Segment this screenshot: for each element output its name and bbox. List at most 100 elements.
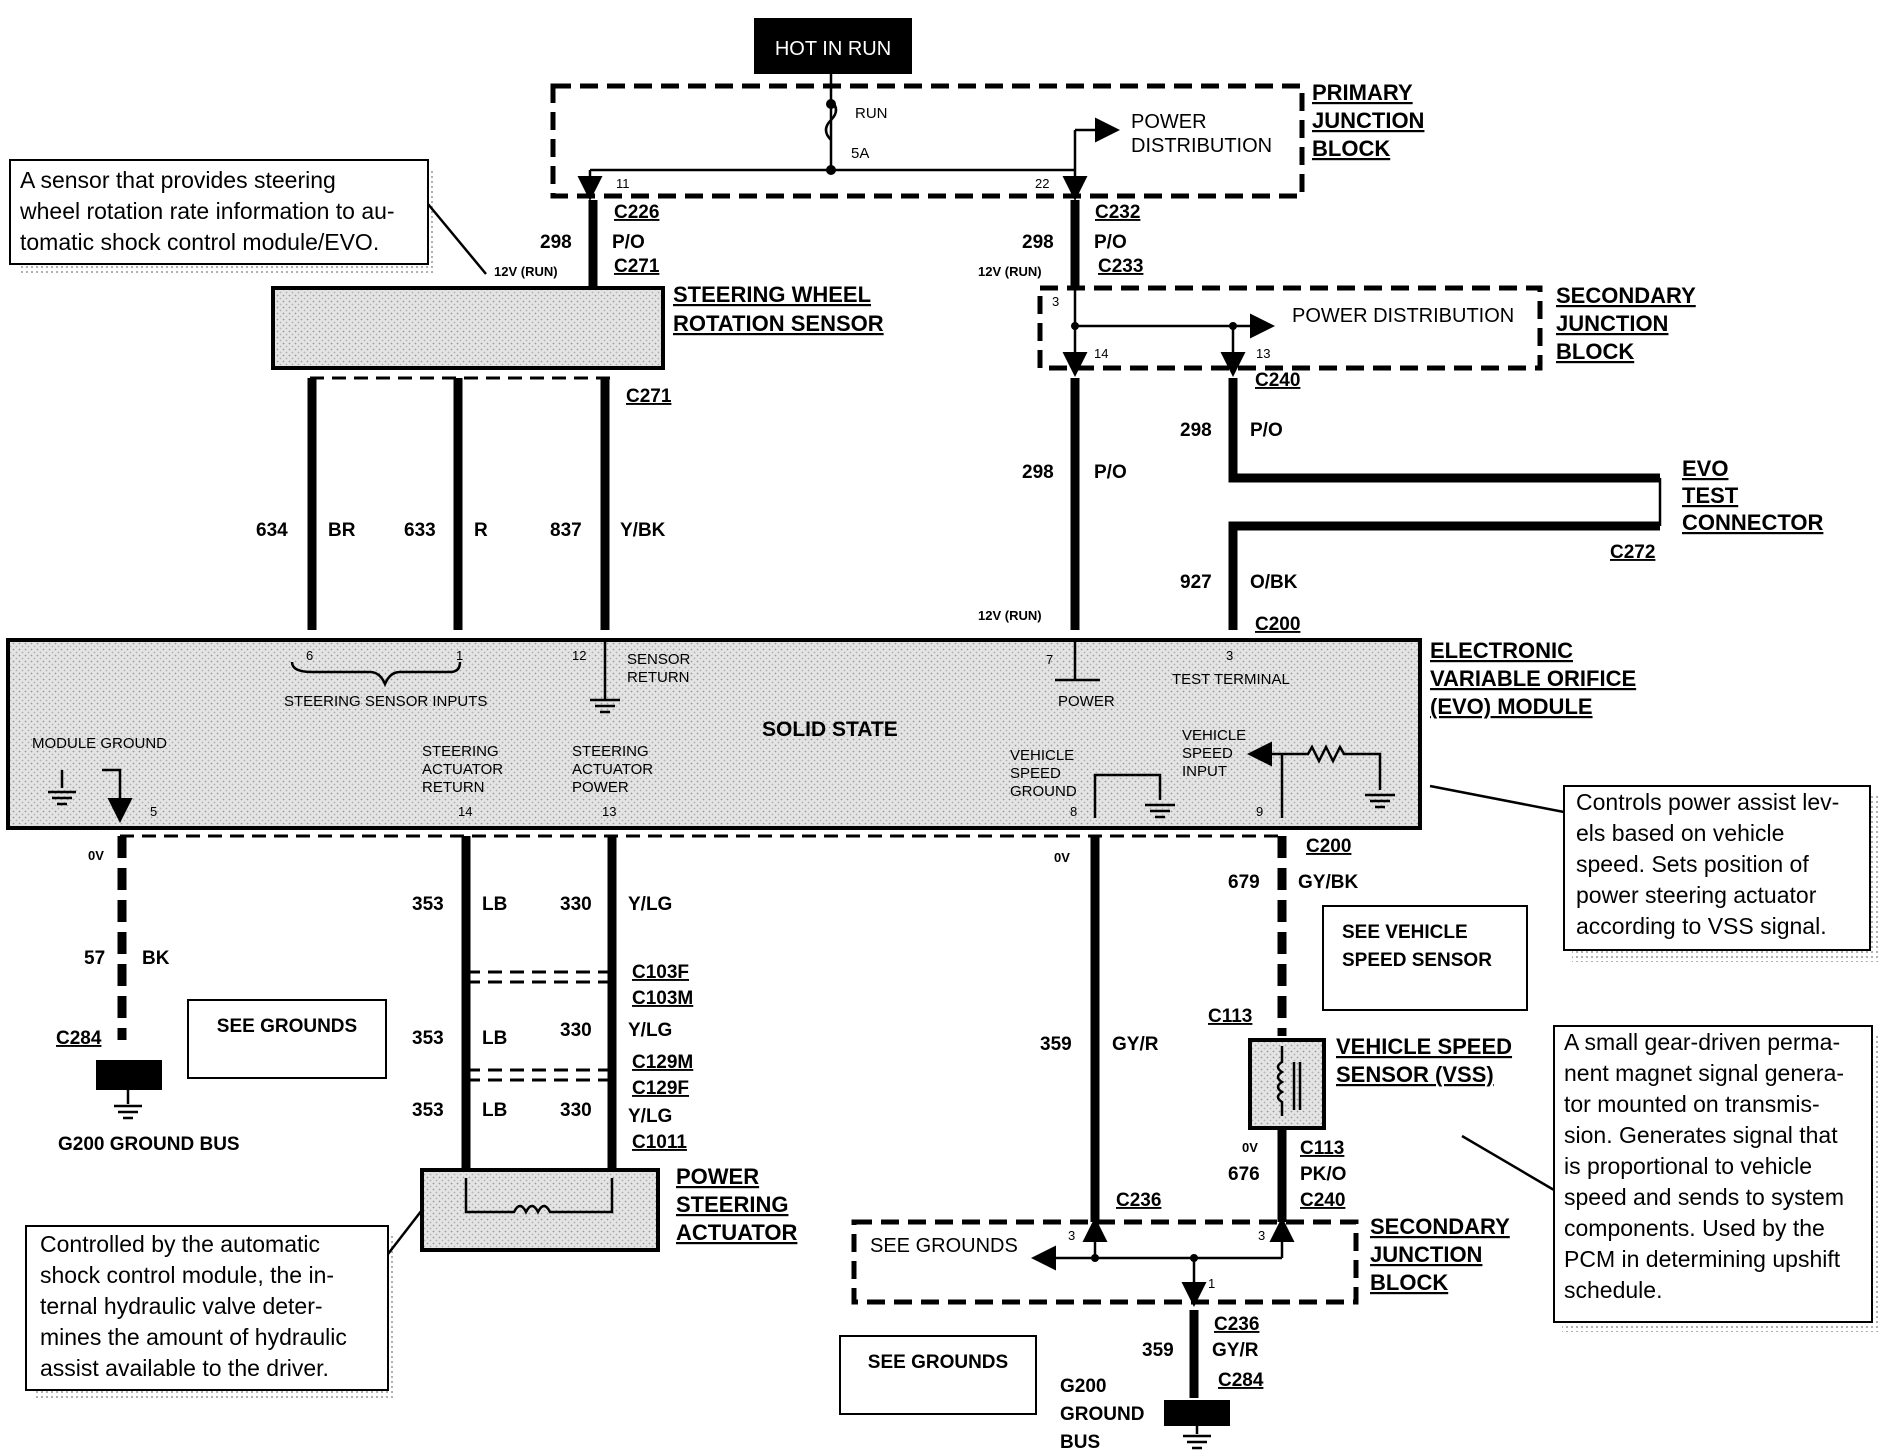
- wire-676-color: PK/O: [1300, 1164, 1346, 1185]
- vs-input-ground-icon: [1365, 793, 1395, 809]
- vss-title-1: VEHICLE SPEED: [1336, 1034, 1512, 1059]
- sjb-top-title-3: BLOCK: [1556, 339, 1634, 364]
- wire-359-b-num: 359: [1142, 1340, 1174, 1361]
- wire-359-num: 359: [1040, 1034, 1072, 1055]
- wire-298-right-color: P/O: [1094, 232, 1127, 253]
- note-vss-leader: [1461, 1134, 1555, 1192]
- sjb-top-title-2: JUNCTION: [1556, 311, 1668, 336]
- g200-right-2: GROUND: [1060, 1404, 1144, 1425]
- wire-330-a-num: 330: [560, 894, 592, 915]
- note-steering-leader: [427, 203, 487, 275]
- see-grounds-b: SEE GROUNDS: [868, 1352, 1008, 1373]
- voltage-12v-c: 12V (RUN): [978, 608, 1042, 623]
- wire-57-num: 57: [84, 948, 105, 969]
- wire-298-evo-num: 298: [1022, 462, 1054, 483]
- evo-pin-5: 5: [150, 804, 157, 819]
- act-return-3: RETURN: [422, 779, 485, 796]
- voltage-0v-c: 0V: [1242, 1140, 1258, 1155]
- power-label: POWER: [1058, 693, 1115, 710]
- wire-353-c-num: 353: [412, 1100, 444, 1121]
- sjb-b-see-grounds: SEE GROUNDS: [870, 1235, 1018, 1257]
- wire-57-color: BK: [142, 948, 170, 969]
- note-vss-4: sion. Generates signal that: [1564, 1122, 1838, 1148]
- note-steering-box: [9, 159, 429, 265]
- voltage-0v-a: 0V: [88, 848, 104, 863]
- sjb-b-pin-1: 1: [1208, 1276, 1215, 1291]
- wire-330-c-num: 330: [560, 1100, 592, 1121]
- psa-title-1: POWER: [676, 1164, 759, 1189]
- note-actuator-3: ternal hydraulic valve deter-: [40, 1293, 323, 1319]
- evo-title-3: (EVO) MODULE: [1430, 694, 1593, 719]
- conn-c272: C272: [1610, 542, 1655, 563]
- conn-c284-b: C284: [1218, 1370, 1264, 1391]
- conn-c129f: C129F: [632, 1078, 689, 1099]
- primary-junction-block: [550, 83, 1305, 199]
- wire-330-c-color: Y/LG: [628, 1106, 672, 1127]
- wire-298-left-num: 298: [540, 232, 572, 253]
- pjb-pin-11: 11: [616, 176, 630, 191]
- wire-927-num: 927: [1180, 572, 1212, 593]
- g200-left-bus: [96, 1060, 162, 1090]
- conn-c200-b: C200: [1306, 836, 1351, 857]
- note-evo-1: Controls power assist lev-: [1576, 789, 1839, 815]
- sjb-pin-3: 3: [1052, 294, 1059, 309]
- hot-in-run-box: [754, 18, 912, 74]
- conn-c103m: C103M: [632, 988, 693, 1009]
- conn-c103f: C103F: [632, 962, 689, 983]
- conn-c232: C232: [1095, 202, 1140, 223]
- g200-right-1: G200: [1060, 1376, 1106, 1397]
- sjb-b-title-2: JUNCTION: [1370, 1242, 1482, 1267]
- psa-title-2: STEERING: [676, 1192, 788, 1217]
- g200-right-3: BUS: [1060, 1432, 1100, 1453]
- wire-679-num: 679: [1228, 872, 1260, 893]
- conn-c233: C233: [1098, 256, 1143, 277]
- voltage-12v-b: 12V (RUN): [978, 264, 1042, 279]
- note-actuator-1: Controlled by the automatic: [40, 1231, 320, 1257]
- wire-633-num: 633: [404, 520, 436, 541]
- pjb-title-3: BLOCK: [1312, 136, 1390, 161]
- note-vss-3: tor mounted on transmis-: [1564, 1091, 1820, 1117]
- conn-c240-b: C240: [1300, 1190, 1345, 1211]
- conn-c113-b: C113: [1300, 1138, 1344, 1159]
- note-vss-5: is proportional to vehicle: [1564, 1153, 1812, 1179]
- note-steering-2: wheel rotation rate information to au-: [19, 198, 395, 224]
- note-actuator-leader: [387, 1209, 423, 1255]
- wire-353-a-num: 353: [412, 894, 444, 915]
- evo-pin-7: 7: [1046, 652, 1053, 667]
- sjb-b-title-1: SECONDARY: [1370, 1214, 1510, 1239]
- note-vss-box: [1553, 1025, 1873, 1323]
- wire-298-test-num: 298: [1180, 420, 1212, 441]
- sensor-return-ground-icon: [590, 698, 620, 714]
- wire-298-test-color: P/O: [1250, 420, 1283, 441]
- conn-c129m: C129M: [632, 1052, 693, 1073]
- conn-c240-a: C240: [1255, 370, 1300, 391]
- vs-ground-icon: [1145, 803, 1175, 819]
- wire-353-b-num: 353: [412, 1028, 444, 1049]
- act-return-1: STEERING: [422, 743, 499, 760]
- fuse-node-top: [826, 99, 836, 109]
- voltage-12v-a: 12V (RUN): [494, 264, 558, 279]
- module-ground-link: [102, 768, 133, 823]
- pjb-power-dist-2: DISTRIBUTION: [1131, 135, 1272, 157]
- evo-test-title-1: EVO: [1682, 456, 1728, 481]
- g200-right-bus: [1164, 1400, 1230, 1426]
- conn-c1011: C1011: [632, 1132, 687, 1153]
- note-evo-3: speed. Sets position of: [1576, 851, 1809, 877]
- see-vss-box: [1322, 905, 1528, 1011]
- steering-inputs-brace: [290, 661, 462, 688]
- sjb-b-node-a: [1091, 1254, 1099, 1262]
- see-vss-1: SEE VEHICLE: [1342, 922, 1468, 943]
- vs-input-2: SPEED: [1182, 745, 1233, 762]
- evo-pin-6: 6: [306, 648, 313, 663]
- wire-353-c-color: LB: [482, 1100, 507, 1121]
- vs-ground-1: VEHICLE: [1010, 747, 1074, 764]
- swrs-title-1: STEERING WHEEL: [673, 282, 871, 307]
- evo-module: [6, 638, 1422, 830]
- sjb-node-a: [1071, 322, 1079, 330]
- note-evo-5: according to VSS signal.: [1576, 913, 1827, 939]
- wire-633-color: R: [474, 520, 488, 541]
- vs-input-resistor: [1282, 744, 1382, 790]
- g200-right-ground-icon: [1183, 1426, 1211, 1450]
